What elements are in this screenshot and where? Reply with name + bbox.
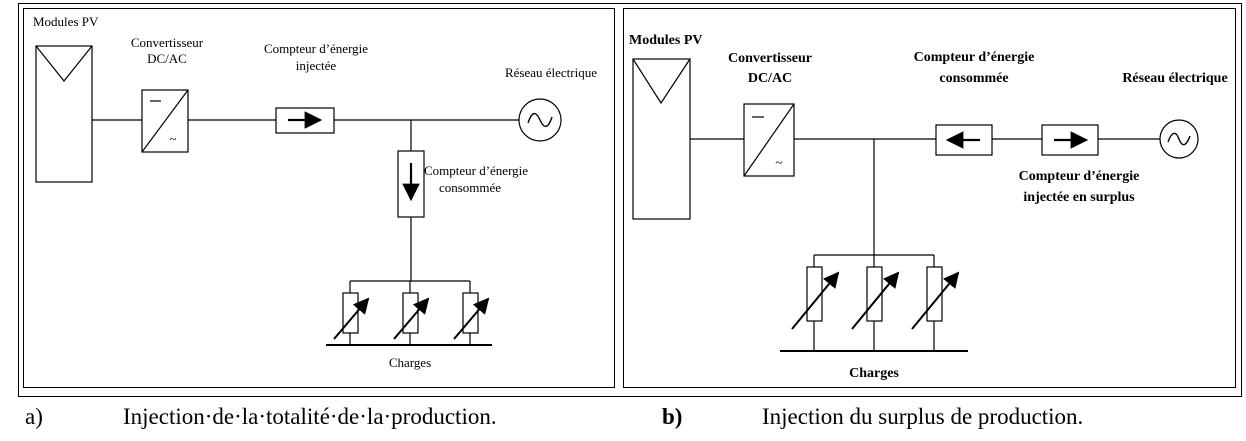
converter-label: Convertisseur [728, 51, 812, 66]
panel-a-diagram: Modules PV Convertisseur DC/AC ~ Compteu… [33, 14, 597, 370]
loads-label: Charges [849, 366, 899, 381]
panel-b-diagram: Modules PV Convertisseur DC/AC ~ Compteu… [629, 33, 1228, 381]
converter-type-label: DC/AC [147, 51, 187, 66]
panel-b: Modules PV Convertisseur DC/AC ~ Compteu… [623, 8, 1236, 388]
variable-loads-icon [780, 254, 968, 352]
dc-ac-converter-icon: ~ [141, 89, 189, 153]
converter-type-label: DC/AC [748, 71, 792, 86]
pv-module-icon [632, 58, 691, 220]
pv-modules-label: Modules PV [629, 33, 703, 48]
caption-a-letter: a) [25, 404, 43, 429]
svg-text:~: ~ [169, 131, 176, 146]
consumed-meter-label: Compteur d’énergie [914, 50, 1035, 65]
grid-label: Réseau électrique [505, 65, 597, 80]
svg-text:~: ~ [775, 156, 783, 171]
pv-modules-label: Modules PV [33, 14, 99, 29]
caption-b-letter: b) [662, 404, 683, 429]
surplus-energy-meter-icon [1041, 124, 1099, 156]
loads-label: Charges [389, 355, 431, 370]
converter-label: Convertisseur [131, 35, 204, 50]
grid-ac-source-icon [518, 98, 562, 142]
consumed-meter-label-2: consommée [439, 180, 501, 195]
surplus-meter-label-2: injectée en surplus [1023, 190, 1135, 205]
pv-module-icon [35, 45, 93, 183]
injected-meter-label: Compteur d’énergie [264, 41, 368, 56]
caption-a: Injection·de·la·totalité·de·la·productio… [123, 404, 497, 429]
consumed-meter-label-2: consommée [939, 71, 1008, 86]
consumed-meter-label: Compteur d’énergie [424, 163, 528, 178]
caption-b: Injection du surplus de production. [762, 404, 1084, 429]
figure-frame [18, 3, 1242, 397]
grid-label: Réseau électrique [1122, 71, 1227, 86]
consumed-energy-meter-icon [397, 150, 425, 218]
surplus-meter-label: Compteur d’énergie [1019, 169, 1140, 184]
dc-ac-converter-icon: ~ [743, 103, 795, 177]
injected-meter-label-2: injectée [296, 58, 337, 73]
variable-loads-icon [326, 280, 492, 346]
panel-a: Modules PV Convertisseur DC/AC ~ Compteu… [23, 8, 615, 388]
injected-energy-meter-icon [275, 107, 335, 134]
consumed-energy-meter-icon [935, 124, 993, 156]
grid-ac-source-icon [1159, 119, 1199, 159]
